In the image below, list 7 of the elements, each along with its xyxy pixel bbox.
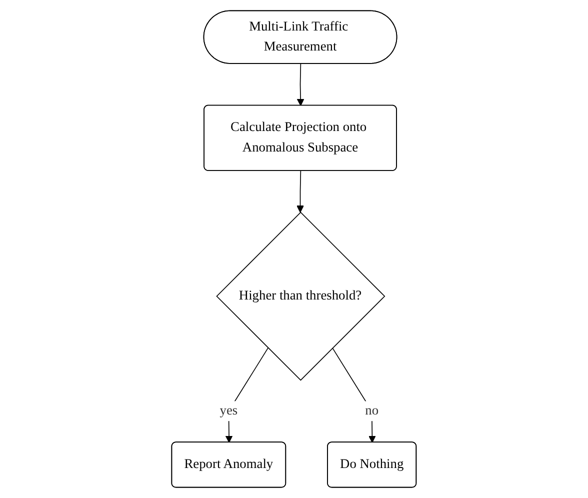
arrow [296,63,304,106]
edge-label: no [365,404,379,418]
arrow [296,170,304,213]
arrow [332,348,376,443]
node-diamond: Higher than threshold? [216,212,386,381]
arrow [225,348,269,443]
edge-label: yes [220,404,238,418]
